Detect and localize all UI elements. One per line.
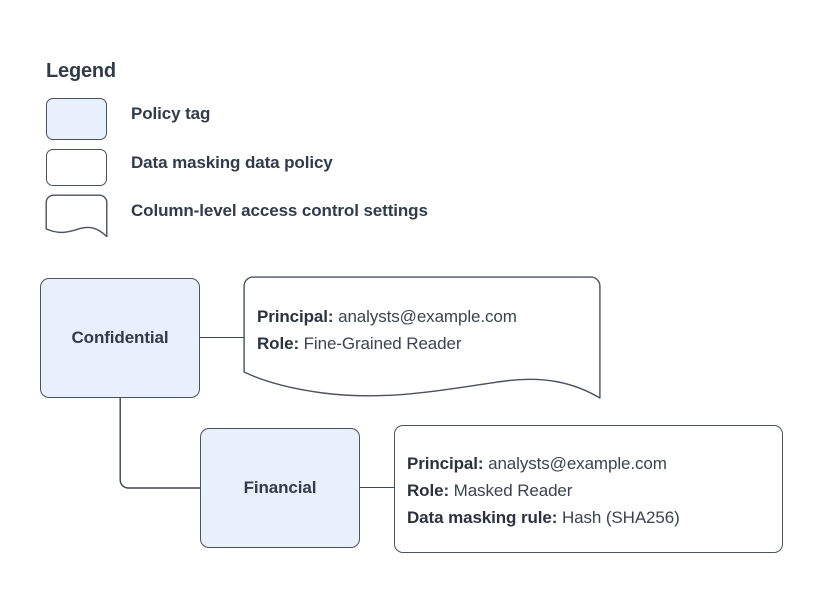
callout-financial-line-3: Data masking rule: Hash (SHA256) bbox=[407, 504, 680, 531]
callout-confidential-value-2: Fine-Grained Reader bbox=[303, 334, 462, 353]
callout-financial-line-1: Principal: analysts@example.com bbox=[407, 450, 667, 477]
callout-financial-line-2: Role: Masked Reader bbox=[407, 477, 572, 504]
callout-financial-key-1: Principal: bbox=[407, 454, 484, 473]
connector-confidential-to-settings bbox=[200, 337, 244, 339]
connector-confidential-to-financial bbox=[113, 397, 203, 492]
legend-swatch-column-level-access bbox=[45, 194, 108, 238]
legend-title: Legend bbox=[46, 60, 116, 82]
callout-financial-key-2: Role: bbox=[407, 481, 450, 500]
callout-financial-key-3: Data masking rule: bbox=[407, 508, 558, 527]
connector-financial-to-policy bbox=[359, 487, 395, 489]
callout-financial-policy[interactable]: Principal: analysts@example.com Role: Ma… bbox=[394, 425, 783, 553]
callout-confidential-key-1: Principal: bbox=[257, 307, 334, 326]
callout-financial-value-1: analysts@example.com bbox=[488, 454, 667, 473]
callout-confidential-settings[interactable]: Principal: analysts@example.com Role: Fi… bbox=[243, 276, 602, 400]
legend-label-data-masking-policy: Data masking data policy bbox=[131, 153, 333, 172]
callout-confidential-line-2: Role: Fine-Grained Reader bbox=[257, 330, 462, 357]
legend-swatch-policy-tag bbox=[46, 98, 107, 140]
node-confidential-label: Confidential bbox=[71, 328, 169, 347]
legend-swatch-data-masking-policy bbox=[46, 149, 107, 186]
callout-financial-value-3: Hash (SHA256) bbox=[561, 508, 680, 527]
legend-label-column-level-access: Column-level access control settings bbox=[131, 201, 428, 220]
callout-confidential-value-1: analysts@example.com bbox=[338, 307, 517, 326]
callout-confidential-key-2: Role: bbox=[257, 334, 300, 353]
node-confidential[interactable]: Confidential bbox=[40, 278, 200, 398]
callout-confidential-line-1: Principal: analysts@example.com bbox=[257, 303, 517, 330]
legend-label-policy-tag: Policy tag bbox=[131, 104, 211, 123]
node-financial-label: Financial bbox=[243, 478, 317, 497]
callout-financial-value-2: Masked Reader bbox=[453, 481, 573, 500]
node-financial[interactable]: Financial bbox=[200, 428, 360, 548]
